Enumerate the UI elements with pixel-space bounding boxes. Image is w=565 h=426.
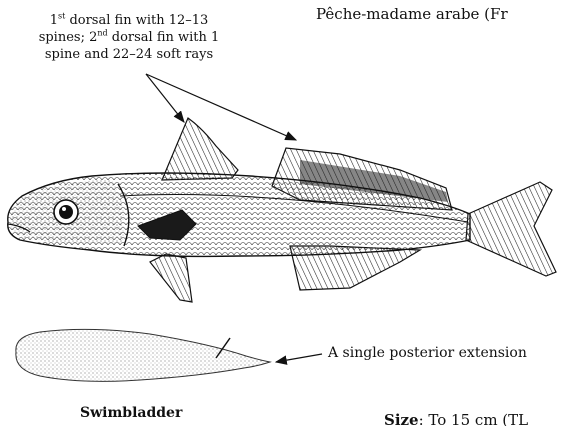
size-value-prefix: : xyxy=(419,411,429,426)
posterior-extension-label: A single posterior extension xyxy=(328,345,527,361)
swimbladder-shape xyxy=(16,329,270,381)
size-info: Size: To 15 cm (TL xyxy=(384,412,528,426)
first-dorsal-fin xyxy=(162,118,238,180)
fish-eye xyxy=(54,200,78,224)
dorsal-fin-pointers xyxy=(146,74,296,140)
caudal-fin xyxy=(466,182,556,276)
size-value: To 15 cm (TL xyxy=(428,411,528,426)
posterior-extension-pointer xyxy=(276,354,322,362)
pelvic-fin xyxy=(150,254,192,302)
size-label: Size xyxy=(384,411,419,426)
swimbladder-caption: Swimbladder xyxy=(80,405,182,421)
